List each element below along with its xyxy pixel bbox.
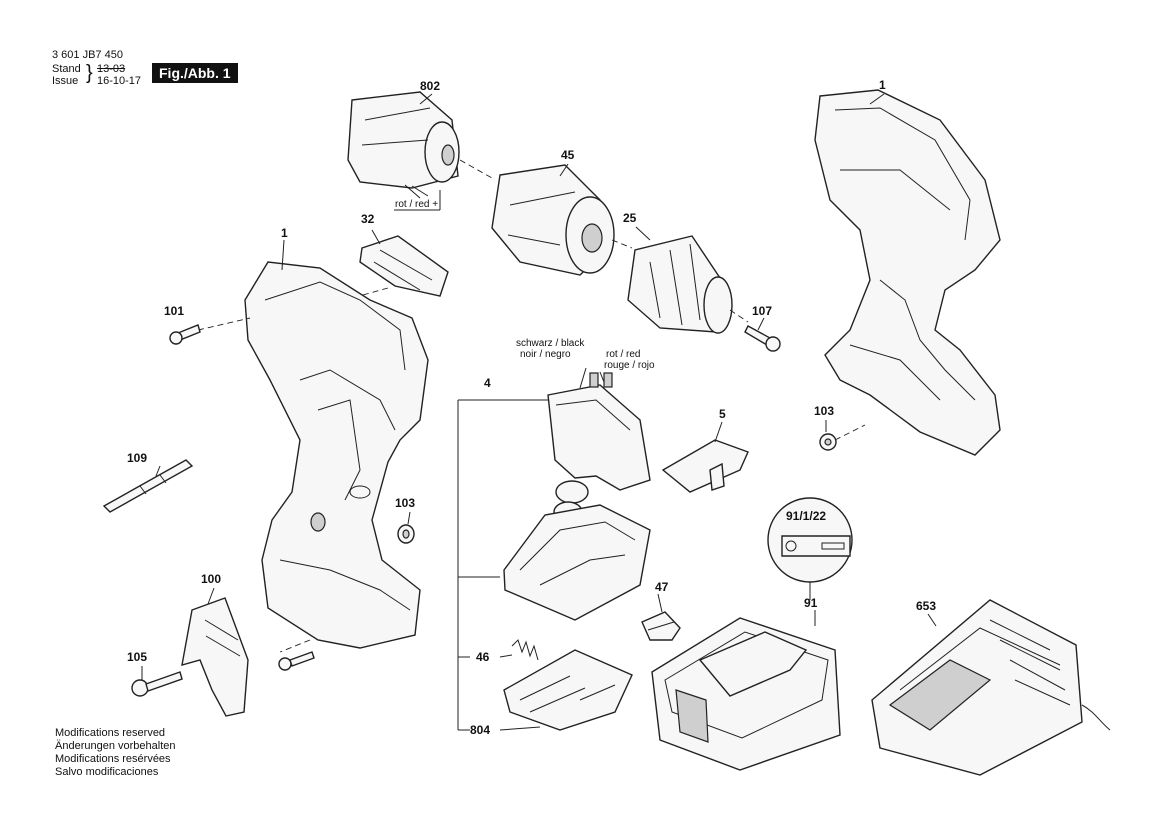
- assembly-bracket: [457, 399, 548, 731]
- part-47-drawing: [641, 611, 681, 641]
- nut-103-left-drawing: [397, 524, 415, 544]
- part-label-802: 802: [420, 79, 441, 93]
- part-label-45: 45: [561, 148, 575, 162]
- part-label-103-left: 103: [395, 496, 416, 510]
- label-callout-drawing: [767, 497, 853, 600]
- issue-label: Issue: [52, 75, 79, 87]
- red-wire-note-line2: rouge / rojo: [604, 360, 655, 371]
- red-wire-note-line1: rot / red: [606, 349, 641, 360]
- screw-105-drawing: [131, 671, 183, 697]
- modifications-line-en: Modifications reserved: [55, 727, 166, 739]
- part-label-804: 804: [470, 723, 491, 737]
- contact-part-32-drawing: [344, 235, 449, 301]
- housing-left-drawing: [197, 261, 429, 653]
- part-label-91: 91: [804, 596, 818, 610]
- stand-label: Stand: [52, 63, 81, 75]
- part-label-653: 653: [916, 599, 937, 613]
- document-number: 3 601 JB7 450: [52, 49, 123, 61]
- contact-plate-804-drawing: [503, 649, 633, 731]
- brace-glyph: }: [86, 62, 93, 84]
- leader-lines: [141, 93, 885, 680]
- part-label-105: 105: [127, 650, 148, 664]
- screw-101-drawing: [169, 324, 201, 345]
- part-label-107: 107: [752, 304, 773, 318]
- nut-103-right-drawing: [819, 433, 837, 451]
- part-label-109: 109: [127, 451, 148, 465]
- modifications-notice: Modifications reserved Änderungen vorbeh…: [55, 727, 175, 779]
- bit-109-drawing: [102, 459, 194, 513]
- part-label-5: 5: [719, 407, 726, 421]
- motor-wire-note: rot / red +: [395, 199, 439, 210]
- part-label-91-1-22: 91/1/22: [786, 509, 827, 523]
- part-label-25: 25: [623, 211, 637, 225]
- modifications-line-es: Salvo modificaciones: [55, 766, 159, 778]
- battery-91-drawing: [651, 610, 841, 771]
- screw-handle-drawing: [278, 651, 315, 671]
- motor-drawing: [347, 91, 493, 199]
- belt-clip-100-drawing: [181, 597, 249, 717]
- issue-value: 16-10-17: [97, 75, 142, 87]
- black-wire-note-line1: schwarz / black: [516, 338, 585, 349]
- slide-5-drawing: [661, 439, 749, 493]
- figure-label: Fig./Abb. 1: [152, 63, 238, 83]
- part-label-103-right: 103: [814, 404, 835, 418]
- screw-107-drawing: [744, 325, 781, 352]
- part-label-46: 46: [476, 650, 490, 664]
- part-label-1-right: 1: [879, 78, 886, 92]
- part-label-4: 4: [484, 376, 491, 390]
- part-label-47: 47: [655, 580, 669, 594]
- part-label-32: 32: [361, 212, 375, 226]
- housing-right-drawing: [814, 89, 1001, 456]
- part-label-100: 100: [201, 572, 222, 586]
- spring-46-drawing: [511, 639, 539, 661]
- gearbox-drawing: [491, 164, 633, 276]
- stand-value: 13-03: [97, 63, 126, 75]
- modifications-line-de: Änderungen vorbehalten: [55, 740, 176, 752]
- modifications-line-fr: Modifications resérvées: [55, 753, 171, 765]
- charger-653-drawing: [871, 599, 1111, 776]
- black-wire-note-line2: noir / negro: [520, 349, 571, 360]
- chuck-drawing: [627, 235, 749, 334]
- switch-assembly-drawing: [503, 372, 651, 621]
- part-label-1-left: 1: [281, 226, 288, 240]
- part-label-101: 101: [164, 304, 185, 318]
- motor-wire-note-frame: [394, 190, 441, 211]
